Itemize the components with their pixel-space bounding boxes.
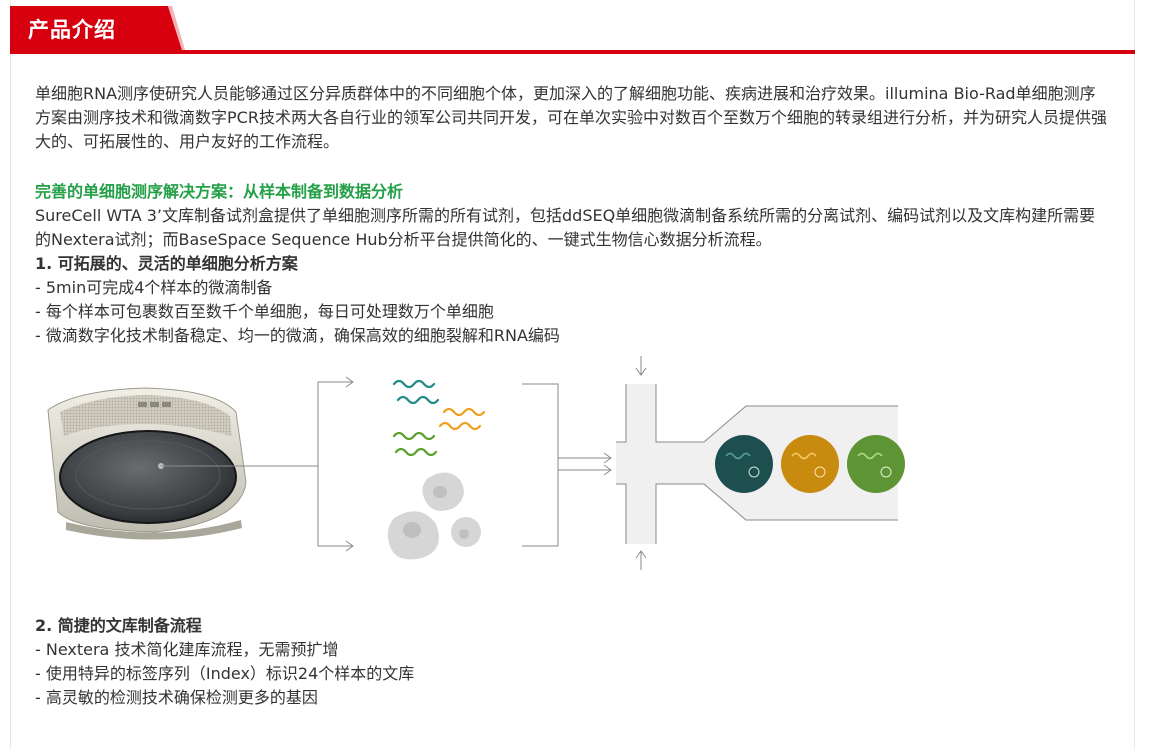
ddseq-instrument-image <box>47 387 247 540</box>
list-item: - 微滴数字化技术制备稳定、均一的微滴，确保高效的细胞裂解和RNA编码 <box>35 326 560 345</box>
workflow-diagram <box>47 356 905 570</box>
header-tab-shape <box>10 6 185 50</box>
list-item: - 5min可完成4个样本的微滴制备 <box>35 278 273 297</box>
header-bar: 产品介绍 <box>10 6 1135 54</box>
section1-heading: 1. 可拓展的、灵活的单细胞分析方案 <box>35 254 298 273</box>
header-divider <box>10 50 1135 54</box>
list-item: - 每个样本可包裹数百至数千个单细胞，每日可处理数万个单细胞 <box>35 302 494 321</box>
cells-icon <box>387 472 481 560</box>
arrow-icon <box>318 376 354 552</box>
section2: 2. 简捷的文库制备流程 - Nextera 技术简化建库流程，无需预扩增 - … <box>35 614 735 710</box>
intro-paragraph: 单细胞RNA测序使研究人员能够通过区分异质群体中的不同细胞个体，更加深入的了解细… <box>35 84 1107 151</box>
list-item: - 使用特异的标签序列（Index）标识24个样本的文库 <box>35 664 415 683</box>
page-title: 产品介绍 <box>28 18 116 42</box>
solution-title: 完善的单细胞测序解决方案：从样本制备到数据分析 <box>35 182 404 201</box>
rna-strands-icon <box>392 379 486 457</box>
list-item: - Nextera 技术简化建库流程，无需预扩增 <box>35 640 339 659</box>
droplet-icon <box>847 435 905 493</box>
droplet-icon <box>715 435 773 493</box>
intro-section: 单细胞RNA测序使研究人员能够通过区分异质群体中的不同细胞个体，更加深入的了解细… <box>35 82 1110 154</box>
section1: 1. 可拓展的、灵活的单细胞分析方案 - 5min可完成4个样本的微滴制备 - … <box>35 252 735 348</box>
solution-body: SureCell WTA 3’文库制备试剂盒提供了单细胞测序所需的所有试剂，包括… <box>35 206 1096 249</box>
list-item: - 高灵敏的检测技术确保检测更多的基因 <box>35 688 318 707</box>
section2-heading: 2. 简捷的文库制备流程 <box>35 616 202 635</box>
droplet-icon <box>781 435 839 493</box>
content-frame <box>10 0 1135 749</box>
